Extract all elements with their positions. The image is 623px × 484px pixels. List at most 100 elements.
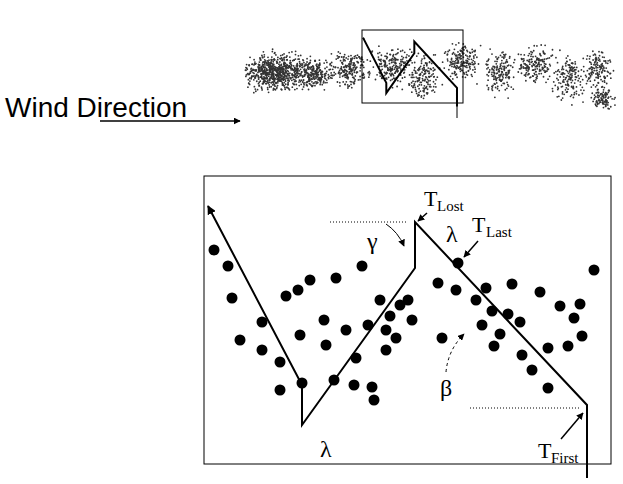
plume-dot: [262, 83, 264, 85]
plume-dot: [452, 43, 454, 45]
plume-dot: [334, 67, 336, 69]
plume-dot: [531, 65, 533, 67]
plume-dot: [348, 63, 350, 65]
plume-dot: [324, 76, 326, 78]
plume-dot: [278, 76, 280, 78]
plume-dot: [312, 73, 314, 75]
plume-dot: [535, 71, 537, 73]
plume-dot: [498, 71, 500, 73]
plume-dot: [294, 68, 296, 70]
plume-dot: [245, 69, 247, 71]
plume-dot: [500, 80, 502, 82]
plume-dot: [423, 90, 425, 92]
plume-dot: [262, 57, 264, 59]
plume-dot: [494, 60, 496, 62]
plume-dot: [282, 72, 284, 74]
plume-dot: [458, 42, 460, 44]
plume-dot: [264, 80, 266, 82]
plume-dot: [375, 79, 377, 81]
plume-dot: [254, 63, 256, 65]
plume-dot: [313, 76, 315, 78]
plume-dot: [498, 90, 500, 92]
plume-dot: [254, 61, 256, 63]
plume-dot: [506, 87, 508, 89]
plume-dot: [258, 61, 260, 63]
plume-dot: [255, 70, 257, 72]
plume-dot: [315, 74, 317, 76]
plume-dot: [257, 75, 259, 77]
plume-dot: [424, 57, 426, 59]
plume-dot: [275, 82, 277, 84]
plume-dot: [295, 76, 297, 78]
plume-dot: [264, 79, 266, 81]
plume-dot: [250, 68, 252, 70]
plume-dot: [260, 73, 262, 75]
plume-dot: [251, 63, 253, 65]
plume-dot: [404, 51, 406, 53]
plume-dot: [260, 59, 262, 61]
plume-dot: [419, 74, 421, 76]
plume-dot: [494, 83, 496, 85]
plume-dot: [266, 77, 268, 79]
plume-dot: [297, 70, 299, 72]
plume-dot: [434, 91, 436, 93]
plume-dot: [451, 58, 453, 60]
plume-dot: [295, 50, 297, 52]
plume-dot: [390, 68, 392, 70]
plume-dot: [388, 76, 390, 78]
plume-dot: [283, 53, 285, 55]
plume-dot: [541, 60, 543, 62]
plume-dot: [450, 62, 452, 64]
plume-dot: [344, 69, 346, 71]
plume-dot: [294, 73, 296, 75]
plume-dot: [291, 73, 293, 75]
plume-dot: [411, 91, 413, 93]
plume-dot: [356, 71, 358, 73]
plume-dot: [507, 65, 509, 67]
plume-dot: [302, 88, 304, 90]
plume-dot: [327, 74, 329, 76]
plume-dot: [536, 66, 538, 68]
plume-dot: [450, 75, 452, 77]
plume-dot: [393, 77, 395, 79]
plume-dot: [500, 64, 502, 66]
plume-dot: [531, 61, 533, 63]
plume-dot: [353, 62, 355, 64]
plume-dot: [307, 74, 309, 76]
plume-dot: [422, 68, 424, 70]
plume-dot: [531, 66, 533, 68]
plume-dot: [286, 87, 288, 89]
plume-dot: [354, 75, 356, 77]
plume-dot: [341, 62, 343, 64]
plume-dot: [348, 85, 350, 87]
plume-dot: [429, 62, 431, 64]
plume-dot: [264, 77, 266, 79]
plume-dot: [269, 68, 271, 70]
plume-dot: [394, 57, 396, 59]
plume-dot: [416, 78, 418, 80]
plume-dot: [426, 81, 428, 83]
plume-dot: [263, 54, 265, 56]
plume-dot: [258, 64, 260, 66]
plume-dot: [376, 74, 378, 76]
plume-dot: [315, 78, 317, 80]
plume-dot: [295, 84, 297, 86]
plume-dot: [310, 72, 312, 74]
plume-dot: [258, 78, 260, 80]
plume-dot: [505, 77, 507, 79]
plume-dot: [547, 78, 549, 80]
plume-dot: [289, 56, 291, 58]
plume-dot: [286, 59, 288, 61]
plume-dot: [246, 67, 248, 69]
plume-dot: [426, 92, 428, 94]
plume-dot: [282, 78, 284, 80]
plume-dot: [275, 74, 277, 76]
plume-dot: [472, 60, 474, 62]
plume-dot: [474, 71, 476, 73]
plume-dot: [272, 72, 274, 74]
plume-dot: [491, 73, 493, 75]
plume-dot: [282, 79, 284, 81]
plume-dot: [253, 79, 255, 81]
plume-dot: [420, 82, 422, 84]
plume-dot: [539, 60, 541, 62]
